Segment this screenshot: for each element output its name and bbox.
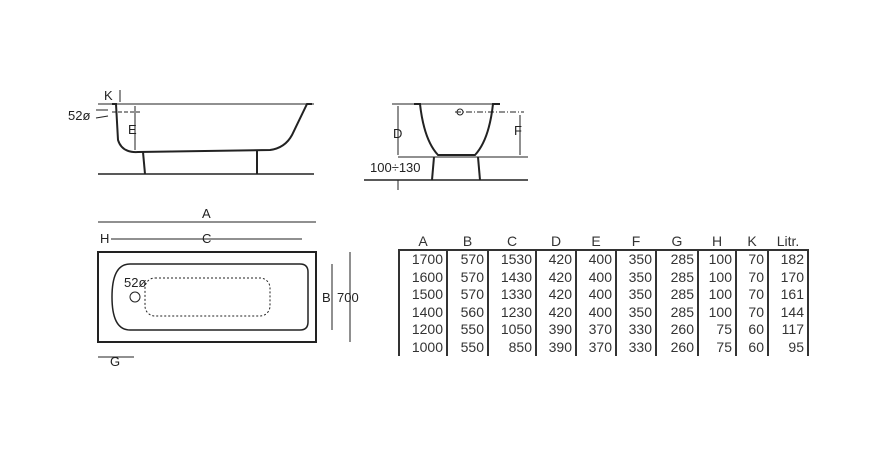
top-drain-label: 52ø xyxy=(124,275,146,290)
table-cell: 60 xyxy=(735,321,769,339)
table-cell: 1200 xyxy=(398,321,448,339)
top-view: A H C B 700 G 52ø xyxy=(97,206,359,369)
top-c-label: C xyxy=(202,231,211,246)
table-cell: 350 xyxy=(615,268,657,286)
side-drain-label: 52ø xyxy=(68,108,90,123)
table-cell: 350 xyxy=(615,249,657,269)
table-cell: 570 xyxy=(446,249,489,269)
table-cell: 1600 xyxy=(398,268,448,286)
table-cell: 70 xyxy=(735,268,769,286)
table-cell: 70 xyxy=(735,303,769,321)
end-d-label: D xyxy=(393,126,402,141)
table-cell: 400 xyxy=(575,268,617,286)
column-header: E xyxy=(591,232,601,249)
table-cell: 70 xyxy=(735,286,769,304)
table-cell: 370 xyxy=(575,338,617,356)
table-cell: 1500 xyxy=(398,286,448,304)
table-cell: 370 xyxy=(575,321,617,339)
column-header: F xyxy=(631,232,641,249)
top-g-label: G xyxy=(110,354,120,369)
table-cell: 1530 xyxy=(487,249,537,269)
table-cell: 70 xyxy=(735,249,769,269)
column-header: A xyxy=(418,232,428,249)
table-cell: 170 xyxy=(767,268,809,286)
column-header: K xyxy=(747,232,757,249)
table-cell: 100 xyxy=(697,268,737,286)
table-cell: 1330 xyxy=(487,286,537,304)
table-cell: 182 xyxy=(767,249,809,269)
table-cell: 260 xyxy=(655,321,699,339)
table-cell: 570 xyxy=(446,286,489,304)
table-cell: 260 xyxy=(655,338,699,356)
table-cell: 100 xyxy=(697,286,737,304)
table-cell: 560 xyxy=(446,303,489,321)
table-cell: 100 xyxy=(697,303,737,321)
table-cell: 75 xyxy=(697,321,737,339)
table-cell: 117 xyxy=(767,321,809,339)
table-cell: 285 xyxy=(655,286,699,304)
table-cell: 161 xyxy=(767,286,809,304)
table-cell: 1400 xyxy=(398,303,448,321)
table-cell: 350 xyxy=(615,303,657,321)
table-cell: 60 xyxy=(735,338,769,356)
top-b-label: B xyxy=(322,290,331,305)
table-cell: 420 xyxy=(535,303,577,321)
table-cell: 285 xyxy=(655,303,699,321)
end-view: D F 100÷130 xyxy=(364,103,528,190)
column-header: Litr. xyxy=(776,232,800,249)
table-cell: 420 xyxy=(535,286,577,304)
table-cell: 1230 xyxy=(487,303,537,321)
side-view: K E 52ø xyxy=(68,88,314,175)
table-cell: 285 xyxy=(655,268,699,286)
table-cell: 350 xyxy=(615,286,657,304)
table-cell: 550 xyxy=(446,321,489,339)
table-cell: 330 xyxy=(615,321,657,339)
table-cell: 330 xyxy=(615,338,657,356)
column-header: D xyxy=(550,232,562,249)
table-cell: 1430 xyxy=(487,268,537,286)
table-cell: 400 xyxy=(575,249,617,269)
table-cell: 390 xyxy=(535,321,577,339)
end-leg-height-label: 100÷130 xyxy=(370,160,421,175)
table-header-row: A B C D E F G H K Litr. xyxy=(399,232,808,250)
table-cell: 400 xyxy=(575,286,617,304)
end-f-label: F xyxy=(514,123,522,138)
top-h-label: H xyxy=(100,231,109,246)
table-cell: 100 xyxy=(697,249,737,269)
table-cell: 144 xyxy=(767,303,809,321)
table-cell: 550 xyxy=(446,338,489,356)
table-cell: 95 xyxy=(767,338,809,356)
top-width-label: 700 xyxy=(337,290,359,305)
table-cell: 420 xyxy=(535,268,577,286)
table-cell: 400 xyxy=(575,303,617,321)
column-header: C xyxy=(506,232,518,249)
table-cell: 570 xyxy=(446,268,489,286)
table-cell: 390 xyxy=(535,338,577,356)
table-cell: 1000 xyxy=(398,338,448,356)
table-cell: 420 xyxy=(535,249,577,269)
top-a-label: A xyxy=(202,206,211,221)
table-cell: 850 xyxy=(487,338,537,356)
column-header: H xyxy=(711,232,723,249)
column-header: G xyxy=(671,232,683,249)
table-cell: 75 xyxy=(697,338,737,356)
side-e-label: E xyxy=(128,122,137,137)
table-cell: 285 xyxy=(655,249,699,269)
table-cell: 1050 xyxy=(487,321,537,339)
table-cell: 1700 xyxy=(398,249,448,269)
column-header: B xyxy=(462,232,473,249)
side-k-label: K xyxy=(104,88,113,103)
